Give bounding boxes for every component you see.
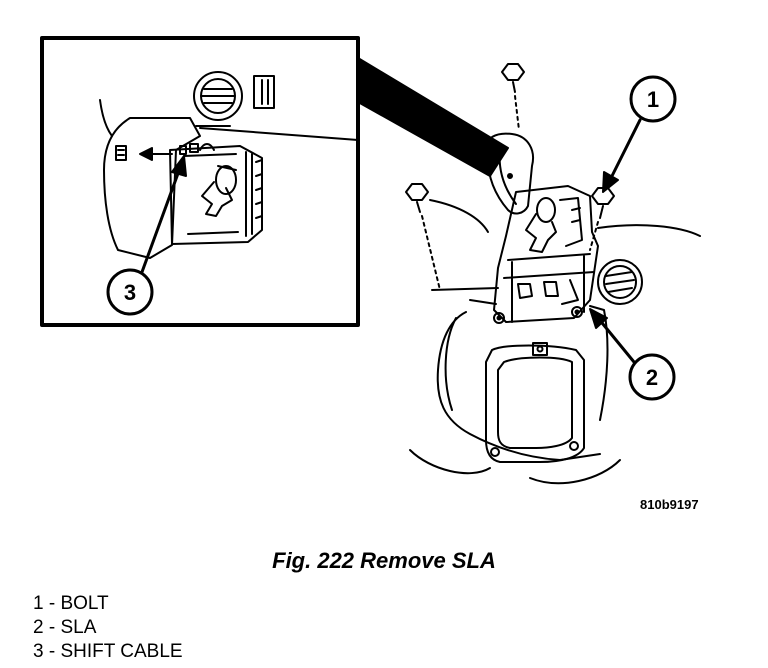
bolt-left	[405, 183, 441, 291]
callout-3	[106, 155, 187, 316]
callout-1	[602, 75, 677, 193]
sla-removal-illustration: 1 2 3	[40, 36, 701, 485]
callout-2-number: 2	[646, 365, 658, 390]
vent-knob-right	[597, 259, 643, 305]
legend-item-shift-cable: 3 - SHIFT CABLE	[33, 641, 183, 662]
bolt-right	[589, 187, 615, 251]
bolt-top	[501, 63, 525, 131]
callout-2	[589, 308, 676, 401]
detail-pointer-wedge	[357, 57, 509, 177]
figure-legend: 1 - BOLT 2 - SLA 3 - SHIFT CABLE	[33, 592, 183, 664]
legend-item-sla: 2 - SLA	[33, 617, 97, 638]
callout-3-number: 3	[124, 280, 136, 305]
center-console	[409, 299, 621, 485]
figure-caption: Fig. 222 Remove SLA	[272, 548, 496, 573]
sla-bracket	[493, 185, 599, 324]
main-console-drawing	[405, 63, 701, 485]
image-reference-code: 810b9197	[640, 497, 699, 512]
detail-inset-frame	[40, 36, 360, 327]
inset-detail-drawing	[99, 71, 359, 259]
legend-item-bolt: 1 - BOLT	[33, 593, 109, 614]
callout-1-number: 1	[647, 87, 659, 112]
